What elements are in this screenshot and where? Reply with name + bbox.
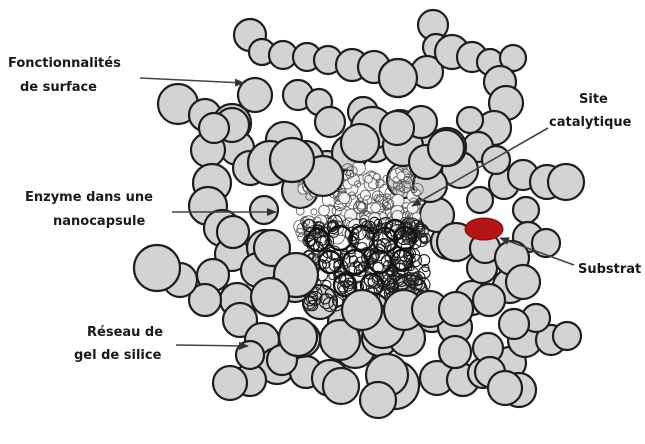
enzyme-subunit xyxy=(365,176,373,184)
silica-sphere xyxy=(213,366,247,400)
silica-sphere xyxy=(473,284,505,316)
silica-sphere xyxy=(499,309,529,339)
silica-sphere xyxy=(342,290,382,330)
silica-sphere xyxy=(315,107,345,137)
silica-sphere xyxy=(439,292,473,326)
silica-sphere xyxy=(380,111,414,145)
enzyme-subunit xyxy=(368,279,375,286)
enzyme-subunit xyxy=(371,203,381,213)
silica-sphere xyxy=(532,229,560,257)
silica-sphere xyxy=(199,113,229,143)
label-surface-functionalities-2: de surface xyxy=(20,80,97,95)
enzyme-subunit xyxy=(360,190,370,200)
silica-sphere xyxy=(428,130,464,166)
silica-sphere xyxy=(513,197,539,223)
enzyme-subunit xyxy=(419,267,431,279)
silica-sphere xyxy=(217,216,249,248)
silica-sphere xyxy=(134,245,180,291)
silica-sphere xyxy=(506,265,540,299)
label-surface-functionalities: Fonctionnalités xyxy=(8,56,121,71)
enzyme-subunit xyxy=(374,174,380,180)
silica-sphere xyxy=(341,124,379,162)
silica-sphere xyxy=(251,278,289,316)
label-silica-network-2: gel de silice xyxy=(74,348,162,363)
silica-sphere xyxy=(360,382,396,418)
enzyme-subunit xyxy=(397,172,405,180)
enzyme-subunit xyxy=(352,162,365,175)
silica-sphere xyxy=(250,196,278,224)
label-substrate: Substrat xyxy=(578,262,641,277)
silica-sphere xyxy=(279,318,317,356)
silica-sphere xyxy=(379,59,417,97)
enzyme-subunit xyxy=(311,209,317,215)
surface-arrow xyxy=(140,78,244,83)
label-catalytic-site: Site xyxy=(579,92,608,107)
enzyme-subunit xyxy=(319,205,330,216)
silica-sphere xyxy=(457,107,483,133)
silica-sphere xyxy=(439,336,471,368)
label-silica-network: Réseau de xyxy=(87,325,163,340)
substrate-molecule xyxy=(465,218,503,240)
silica-sphere xyxy=(270,138,314,182)
silica-sphere xyxy=(323,368,359,404)
label-catalytic-site-2: catalytique xyxy=(549,115,632,130)
silica-sphere xyxy=(548,164,584,200)
label-enzyme-nanocapsule: Enzyme dans une xyxy=(25,190,153,205)
silica-sphere xyxy=(553,322,581,350)
network-arrow xyxy=(176,345,248,346)
enzyme-subunit xyxy=(339,193,350,204)
silica-sphere xyxy=(467,187,493,213)
silica-sphere xyxy=(482,146,510,174)
silica-sphere xyxy=(488,371,522,405)
label-enzyme-nanocapsule-2: nanocapsule xyxy=(53,214,145,229)
